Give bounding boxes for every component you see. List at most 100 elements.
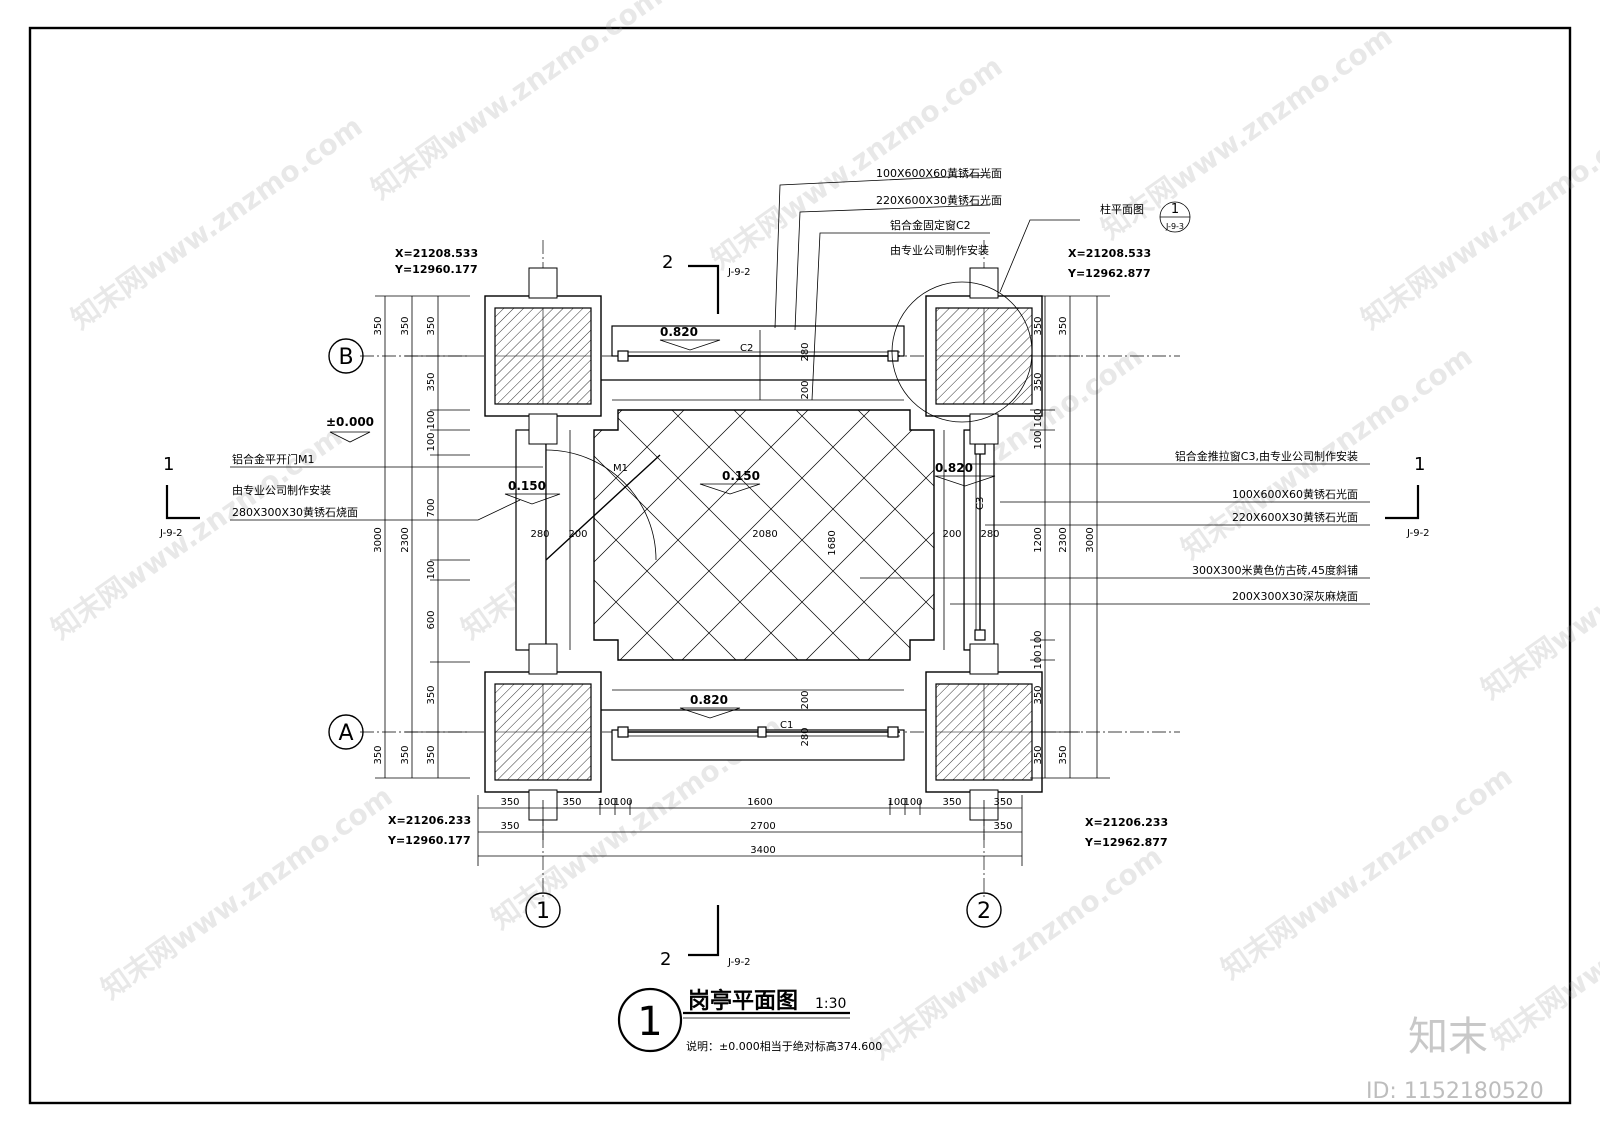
dim-left-i7: 600: [426, 610, 437, 629]
tag-window-c2: C2: [740, 343, 753, 354]
dim-int-bot2: 280: [800, 727, 811, 746]
dim-left-i6: 100: [426, 560, 437, 579]
dim-left-i8: 350: [426, 685, 437, 704]
section-2-top-ref: J-9-2: [727, 267, 751, 278]
coord-tr-x: X=21208.533: [1068, 247, 1151, 260]
drawing-note: 说明：±0.000相当于绝对标高374.600: [686, 1039, 882, 1053]
watermark-text: 知末网www.znzmo.com: [65, 110, 368, 336]
section-2-bottom-ref: J-9-2: [727, 957, 751, 968]
watermark-text: 知末网www.znzmo.com: [1355, 110, 1600, 336]
dim-left-i5: 700: [426, 498, 437, 517]
dim-int-w-left2: 200: [568, 529, 587, 540]
dim-right-i4: 100: [1033, 430, 1044, 449]
floor-tile-line: [594, 410, 757, 660]
section-markers: [165, 264, 1420, 957]
watermark-text: 知末网www.znzmo.com: [365, 0, 668, 206]
level-right-sill: 0.820: [935, 461, 973, 475]
dim-int-top1: 280: [800, 342, 811, 361]
dim-int-center-h: 1680: [827, 530, 838, 555]
dim-right-outer-c: 350: [1058, 745, 1069, 764]
level-left-step: 0.150: [508, 479, 546, 493]
floor-tile-line: [847, 410, 934, 660]
dim-bottom-r1-0: 350: [500, 797, 519, 808]
grid-bubble-2: [966, 892, 1002, 928]
dim-bottom-r1-3: 100: [613, 797, 632, 808]
dim-right-outer-a: 350: [1058, 316, 1069, 335]
grid-label-1: 1: [536, 899, 550, 924]
dim-int-top2: 200: [800, 380, 811, 399]
column: [925, 267, 1043, 445]
floor-tile-line: [228, 400, 508, 680]
note-top-2: 铝合金固定窗C2: [890, 218, 971, 232]
detail-ref: J-9-3: [1165, 222, 1184, 231]
dim-int-w-right: 200: [942, 529, 961, 540]
note-left-0: 铝合金平开门M1: [232, 452, 315, 466]
coord-tr-y: Y=12962.877: [1067, 267, 1151, 280]
column: [484, 643, 602, 821]
dim-int-bot1: 200: [800, 690, 811, 709]
floor-tile-line: [599, 410, 881, 660]
dim-left-350-a: 350: [400, 316, 411, 335]
level-bottom-sill: 0.820: [690, 693, 728, 707]
dim-right-i1: 350: [1033, 316, 1044, 335]
detail-num: 1: [1171, 202, 1179, 217]
dim-left-i1: 350: [426, 316, 437, 335]
dim-int-w-left: 280: [530, 529, 549, 540]
dimension-bottom: [477, 330, 1023, 866]
floor-tile-line: [594, 410, 819, 660]
watermark-text: 知末网www.znzmo.com: [865, 840, 1168, 1066]
floor-tile-line: [723, 410, 934, 660]
watermark-text: 知末网www.znzmo.com: [1475, 480, 1600, 706]
section-1-left-num: 1: [163, 454, 174, 475]
dim-bottom-r1-2: 100: [597, 797, 616, 808]
dim-left-i2: 350: [426, 372, 437, 391]
dim-left-outer-c: 350: [373, 745, 384, 764]
level-markers: [329, 339, 996, 719]
dim-int-center-w: 2080: [752, 529, 777, 540]
dim-left-i4: 100: [426, 432, 437, 451]
section-1-left-ref: J-9-2: [159, 528, 183, 539]
grid-label-a: A: [338, 721, 353, 746]
dim-bottom-r1-5: 100: [887, 797, 906, 808]
dim-right-total: 3000: [1085, 527, 1096, 552]
watermark-text: 知末网www.znzmo.com: [1215, 760, 1518, 986]
note-right-2: 220X600X30黄锈石光面: [1232, 510, 1358, 524]
column: [484, 267, 602, 445]
grid-label-b: B: [338, 345, 353, 370]
dim-bottom-r1-1: 350: [562, 797, 581, 808]
watermark-text: 知末网www.znzmo.com: [1485, 830, 1600, 1056]
tag-door-m1: M1: [613, 463, 628, 474]
section-1-right-ref: J-9-2: [1406, 528, 1430, 539]
dim-left-outer-a: 350: [373, 316, 384, 335]
level-ground: ±0.000: [326, 415, 374, 429]
drawing-scale: 1:30: [815, 996, 846, 1012]
detail-label: 柱平面图: [1100, 202, 1144, 216]
drawing-title: 岗亭平面图: [688, 988, 798, 1014]
grid-bubble-a: [328, 714, 364, 750]
floor-tile-line: [0, 400, 260, 680]
dim-bottom-r1-8: 350: [993, 797, 1012, 808]
note-top-0: 100X600X60黄锈石光面: [876, 166, 1002, 180]
dimension-left: [375, 295, 470, 779]
dim-bottom-r1-7: 350: [942, 797, 961, 808]
sheet-border: [28, 26, 1572, 1105]
detail-circle: [891, 281, 1033, 423]
coord-br-x: X=21206.233: [1085, 816, 1168, 829]
floor-tile-line: [661, 410, 934, 660]
floor-tile-line: [847, 410, 934, 660]
grid-bubble-1: [525, 892, 561, 928]
note-right-3: 300X300米黄色仿古砖,45度斜铺: [1192, 563, 1358, 577]
floor-tile-line: [0, 400, 260, 680]
dim-bottom-total: 3400: [750, 845, 775, 856]
dim-left-i9: 350: [426, 745, 437, 764]
column: [925, 643, 1043, 821]
columns: [484, 267, 1043, 821]
dim-bottom-r1-6: 100: [903, 797, 922, 808]
coord-br-y: Y=12962.877: [1084, 836, 1168, 849]
floor-tile-line: [1034, 400, 1314, 680]
coord-tl-y: Y=12960.177: [394, 263, 478, 276]
level-top-sill: 0.820: [660, 325, 698, 339]
grid-label-2: 2: [977, 899, 991, 924]
floor-tile-line: [594, 410, 695, 660]
